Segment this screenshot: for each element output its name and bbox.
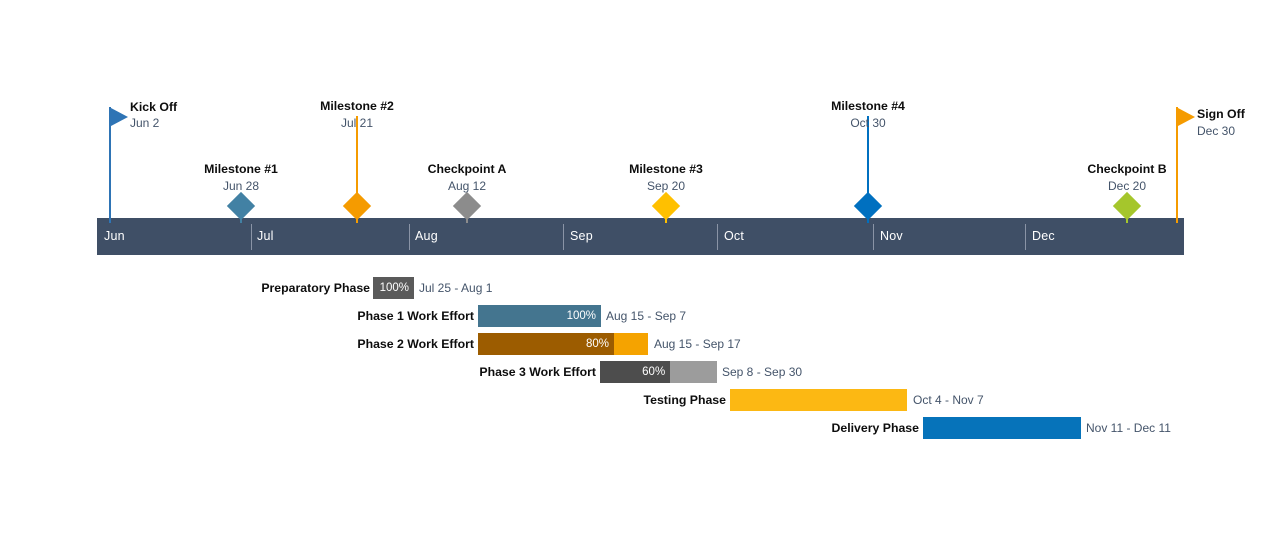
task-progress-fill [373,277,414,299]
task-bar[interactable] [923,417,1081,439]
axis-divider [251,224,252,250]
flag-title: Kick Off [130,100,178,114]
flag-pole [109,107,111,223]
task-label: Preparatory Phase [261,281,370,295]
task-label: Testing Phase [643,393,726,407]
axis-month-label-dec: Dec [1032,229,1055,243]
milestone-date: Sep 20 [646,179,686,193]
milestone-connector-line [356,116,358,223]
task-date-range: Oct 4 - Nov 7 [913,393,984,407]
axis-month-label-oct: Oct [724,229,745,243]
milestone-date: Jul 21 [340,116,374,130]
milestone-diamond-icon [853,191,883,221]
axis-divider [409,224,410,250]
milestone-title: Checkpoint B [1087,162,1167,176]
timeline-axis-bar [97,218,1184,255]
task-label: Phase 1 Work Effort [357,309,474,323]
milestone-connector-line [867,116,869,223]
axis-divider [563,224,564,250]
task-bar[interactable] [478,305,601,327]
task-label: Phase 3 Work Effort [479,365,596,379]
task-bar[interactable] [730,389,907,411]
axis-month-label-aug: Aug [415,229,438,243]
task-progress-fill [923,417,1081,439]
task-progress-fill [730,389,907,411]
axis-month-label-sep: Sep [570,229,593,243]
flag-date: Dec 30 [1197,124,1236,138]
axis-divider [717,224,718,250]
task-percent-label: 80% [585,338,609,350]
milestone-date: Dec 20 [1107,179,1147,193]
milestone-diamond-icon [651,191,681,221]
task-bar[interactable] [478,333,648,355]
task-date-range: Jul 25 - Aug 1 [419,281,493,295]
task-progress-fill [478,305,601,327]
milestone-title: Checkpoint A [427,162,507,176]
milestone-diamond-icon [342,191,372,221]
flag-triangle-icon [110,108,128,126]
milestone-diamond-icon [1112,191,1142,221]
axis-month-label-jun: Jun [104,229,125,243]
flag-pole [1176,107,1178,223]
axis-month-label-nov: Nov [880,229,903,243]
flag-date: Jun 2 [130,116,160,130]
milestone-title: Milestone #2 [320,99,394,113]
task-label: Delivery Phase [831,421,919,435]
task-progress-fill [478,333,614,355]
task-bar[interactable] [373,277,414,299]
axis-month-label-jul: Jul [257,229,274,243]
milestone-diamond-icon [226,191,256,221]
task-date-range: Aug 15 - Sep 7 [606,309,687,323]
milestone-title: Milestone #4 [831,99,905,113]
task-label: Phase 2 Work Effort [357,337,474,351]
milestone-title: Milestone #3 [629,162,703,176]
task-bar[interactable] [600,361,717,383]
task-progress-fill [600,361,671,383]
task-percent-label: 100% [566,310,596,322]
task-date-range: Aug 15 - Sep 17 [654,337,741,351]
axis-divider [873,224,874,250]
axis-divider [1025,224,1026,250]
milestone-date: Aug 12 [447,179,487,193]
flag-triangle-icon [1177,108,1195,126]
task-percent-label: 100% [379,282,409,294]
task-date-range: Nov 11 - Dec 11 [1086,421,1171,435]
milestone-date: Oct 30 [850,116,886,130]
task-date-range: Sep 8 - Sep 30 [722,365,803,379]
task-percent-label: 60% [642,366,666,378]
milestone-date: Jun 28 [222,179,260,193]
milestone-diamond-icon [452,191,482,221]
flag-title: Sign Off [1197,107,1245,121]
milestone-title: Milestone #1 [204,162,278,176]
